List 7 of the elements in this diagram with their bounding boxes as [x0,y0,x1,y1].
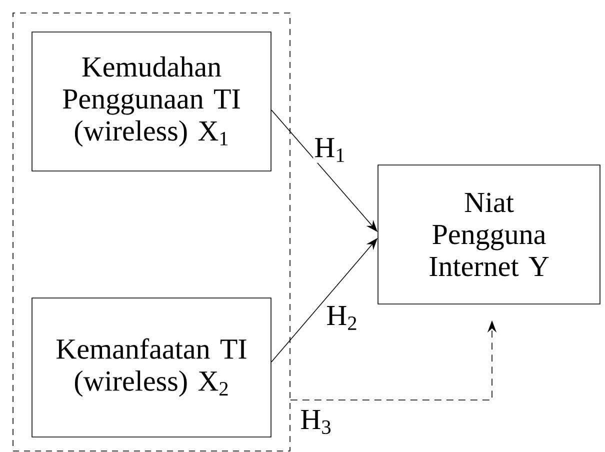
edge-label: H$_{1}$ [313,137,347,163]
dashed-group-box [12,12,290,452]
edge-label: H$_{2}$ [325,305,359,331]
variable-box: Kemanfaatan TI (wireless) X$_{2}$ [32,298,272,438]
variable-box: Niat Pengguna Internet Y [378,164,600,304]
edge-label: H$_{3}$ [299,408,333,436]
variable-box: Kemudahan Penggunaan TI (wireless) X$_{1}$ [32,32,272,172]
